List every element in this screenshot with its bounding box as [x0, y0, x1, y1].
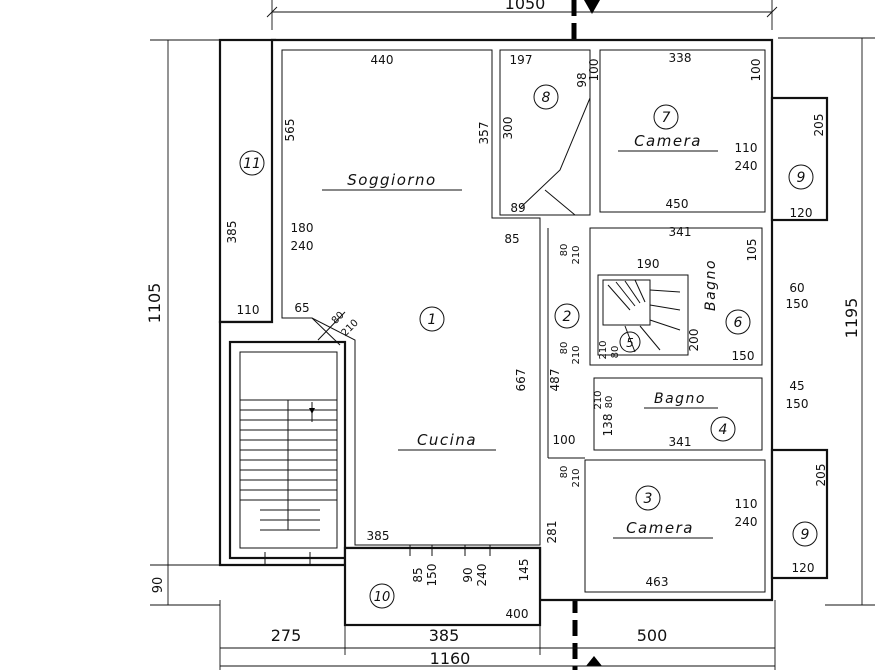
svg-text:110: 110 — [237, 303, 260, 317]
svg-text:667: 667 — [514, 369, 528, 392]
svg-text:357: 357 — [477, 122, 491, 145]
svg-text:338: 338 — [669, 51, 692, 65]
svg-text:180: 180 — [291, 221, 314, 235]
svg-text:450: 450 — [666, 197, 689, 211]
svg-text:100: 100 — [749, 59, 763, 82]
svg-text:80: 80 — [559, 342, 570, 355]
svg-text:138: 138 — [601, 414, 615, 437]
svg-text:190: 190 — [637, 257, 660, 271]
svg-text:205: 205 — [814, 464, 828, 487]
room-name-cucina: Cucina — [417, 431, 477, 449]
svg-text:120: 120 — [792, 561, 815, 575]
svg-text:145: 145 — [517, 559, 531, 582]
svg-text:463: 463 — [646, 575, 669, 589]
svg-text:210: 210 — [593, 390, 604, 409]
svg-text:210: 210 — [571, 345, 582, 364]
svg-text:90: 90 — [461, 567, 475, 582]
room-number-6: 6 — [734, 315, 743, 331]
dim-right-overall: 1195 — [842, 298, 861, 339]
section-arrow-icon — [584, 0, 600, 14]
svg-text:65: 65 — [294, 301, 309, 315]
svg-text:197: 197 — [510, 53, 533, 67]
room-number-10: 10 — [374, 590, 391, 605]
svg-text:150: 150 — [786, 397, 809, 411]
interior-dimensions: 440 197 338 100 98 100 565 357 300 89 85… — [225, 51, 828, 621]
svg-text:85: 85 — [411, 567, 425, 582]
room-name-soggiorno: Soggiorno — [347, 171, 436, 189]
svg-text:105: 105 — [745, 239, 759, 262]
section-arrow-icon — [586, 656, 602, 666]
svg-text:300: 300 — [501, 117, 515, 140]
left-dimension: 1105 90 — [145, 39, 220, 606]
room-number-7: 7 — [662, 110, 671, 126]
room-number-9a: 9 — [797, 170, 806, 186]
room-name-bagno-6: Bagno — [703, 259, 719, 311]
room-number-3: 3 — [644, 491, 653, 507]
svg-text:100: 100 — [587, 59, 601, 82]
svg-text:150: 150 — [425, 564, 439, 587]
svg-text:240: 240 — [291, 239, 314, 253]
dim-bottom-overall: 1160 — [430, 649, 471, 668]
svg-text:150: 150 — [732, 349, 755, 363]
svg-text:440: 440 — [371, 53, 394, 67]
svg-text:400: 400 — [506, 607, 529, 621]
svg-text:240: 240 — [735, 159, 758, 173]
svg-text:45: 45 — [789, 379, 804, 393]
svg-text:80: 80 — [610, 346, 621, 359]
svg-text:110: 110 — [735, 497, 758, 511]
room-number-11: 11 — [243, 156, 261, 172]
right-dimension: 1195 — [778, 37, 875, 606]
svg-text:110: 110 — [735, 141, 758, 155]
dim-bottom-seg2: 385 — [429, 626, 460, 645]
dim-left-main: 1105 — [145, 283, 164, 324]
svg-text:210: 210 — [571, 245, 582, 264]
room-number-1-soggiorno: 1 — [428, 312, 437, 328]
svg-text:210: 210 — [598, 340, 609, 359]
svg-text:240: 240 — [475, 564, 489, 587]
svg-text:385: 385 — [367, 529, 390, 543]
room-number-8: 8 — [542, 90, 551, 106]
svg-text:281: 281 — [545, 521, 559, 544]
room-number-5: 5 — [626, 336, 634, 350]
svg-text:150: 150 — [786, 297, 809, 311]
svg-text:210: 210 — [571, 468, 582, 487]
dim-bottom-seg1: 275 — [271, 626, 302, 645]
room-name-camera-3: Camera — [626, 519, 694, 537]
room-numbers: 11 1 2 3 4 5 6 7 8 9 9 10 — [239, 84, 818, 609]
room-number-4: 4 — [719, 422, 728, 438]
walls — [218, 38, 829, 627]
room-name-camera-7: Camera — [634, 132, 702, 150]
room-names: Soggiorno Cucina Camera Camera Bagno Bag… — [322, 132, 719, 539]
svg-text:80: 80 — [559, 244, 570, 257]
svg-text:565: 565 — [283, 119, 297, 142]
bottom-dimension: 275 385 500 1160 — [219, 600, 776, 670]
dim-left-small: 90 — [151, 577, 166, 594]
dim-bottom-seg3: 500 — [637, 626, 668, 645]
svg-text:341: 341 — [669, 435, 692, 449]
svg-text:120: 120 — [790, 206, 813, 220]
svg-text:341: 341 — [669, 225, 692, 239]
svg-text:85: 85 — [504, 232, 519, 246]
svg-text:205: 205 — [812, 114, 826, 137]
svg-text:200: 200 — [687, 329, 701, 352]
svg-text:98: 98 — [575, 72, 589, 87]
stair — [240, 279, 681, 531]
room-number-2: 2 — [563, 309, 572, 325]
top-dimension: 1050 — [266, 0, 778, 30]
svg-text:80: 80 — [604, 396, 615, 409]
door-swings — [264, 97, 591, 565]
svg-text:89: 89 — [510, 201, 525, 215]
svg-text:100: 100 — [553, 433, 576, 447]
svg-text:487: 487 — [548, 369, 562, 392]
svg-text:80: 80 — [559, 466, 570, 479]
svg-text:60: 60 — [789, 281, 804, 295]
dim-top-overall: 1050 — [505, 0, 546, 13]
room-number-9b: 9 — [801, 527, 810, 543]
room-name-bagno-4: Bagno — [654, 391, 706, 407]
svg-text:240: 240 — [735, 515, 758, 529]
svg-text:385: 385 — [225, 221, 239, 244]
